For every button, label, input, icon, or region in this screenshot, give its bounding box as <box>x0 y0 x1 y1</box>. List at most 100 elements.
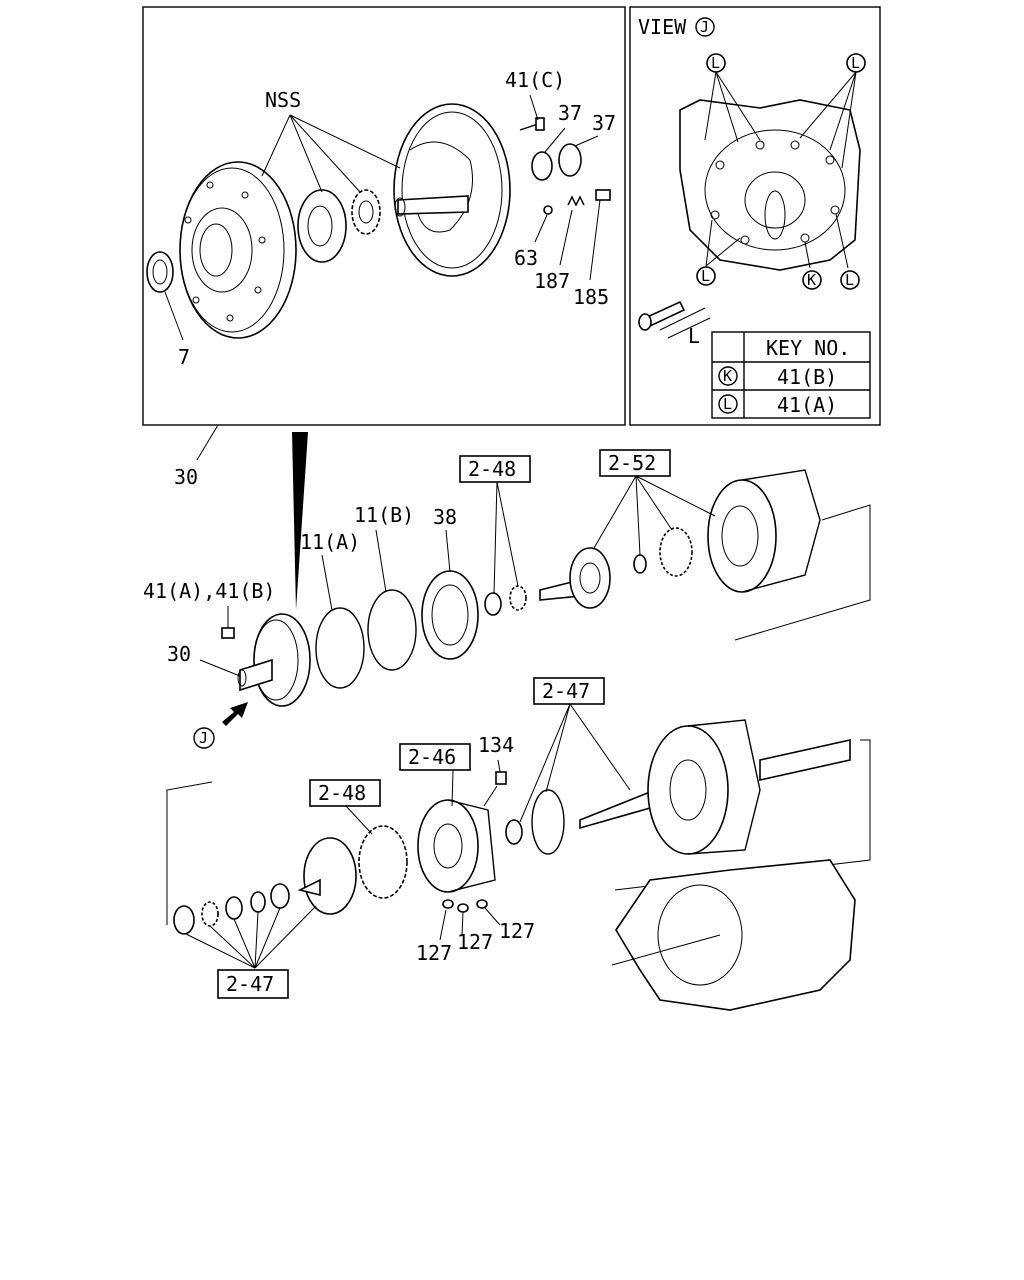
transmission-front-view <box>679 99 861 271</box>
seal-ring-127a <box>442 899 454 909</box>
view-marker-letter: J <box>700 18 709 36</box>
small-washer <box>633 554 647 574</box>
marker-k: K <box>802 270 822 290</box>
label-41a-41b: 41(A),41(B) <box>143 579 275 603</box>
lower-washer-4 <box>270 883 290 909</box>
lower-bearing <box>201 901 219 927</box>
pump-cover <box>393 103 511 277</box>
view-leaders <box>704 71 857 269</box>
inset-leaders <box>164 94 601 461</box>
oil-seal-7 <box>146 251 174 293</box>
bolt-dim-label: L <box>688 324 700 348</box>
small-thrust-washer <box>505 819 523 845</box>
bolt-41a-41b <box>221 627 235 639</box>
svg-text:K: K <box>807 271 816 289</box>
label-nss: NSS <box>265 88 301 112</box>
ref-box-2-46 <box>399 743 471 771</box>
label-11b: 11(B) <box>354 503 414 527</box>
label-30-main: 30 <box>167 642 191 666</box>
label-127c: 127 <box>499 919 535 943</box>
svg-text:L: L <box>851 54 860 72</box>
marker-l-3: L <box>696 266 716 286</box>
main-leaders <box>185 475 716 969</box>
lower-washer-2 <box>225 896 243 920</box>
ref-box-2-47-upper <box>533 677 605 705</box>
table-key-k-circle <box>718 366 738 386</box>
ref-box-2-52 <box>599 449 671 477</box>
ball-63 <box>543 205 553 215</box>
table-key-k: K <box>723 367 732 385</box>
pump-driven-gear <box>297 189 347 263</box>
fitting-134 <box>495 771 507 785</box>
label-38: 38 <box>433 505 457 529</box>
marker-l-4: L <box>840 270 860 290</box>
label-134: 134 <box>478 733 514 757</box>
label-185: 185 <box>573 285 609 309</box>
planetary-carrier <box>358 825 408 899</box>
view-arrow-icon <box>222 702 248 726</box>
transmission-case <box>611 859 856 1011</box>
pump-assembly <box>237 613 311 707</box>
input-shaft-gear <box>539 547 611 609</box>
oil-pump-detail-frame <box>142 6 626 426</box>
thrust-bearing <box>509 585 527 611</box>
label-30-inset: 30 <box>174 465 198 489</box>
label-127a: 127 <box>416 941 452 965</box>
arrow-marker-letter: J <box>199 729 208 747</box>
label-11a: 11(A) <box>300 530 360 554</box>
ref-2-46: 2-46 <box>408 745 456 769</box>
ref-2-47-lower: 2-47 <box>226 972 274 996</box>
key-table-header: KEY NO. <box>766 336 850 360</box>
label-63: 63 <box>514 246 538 270</box>
ref-2-52: 2-52 <box>608 451 656 475</box>
ring-gear <box>659 527 693 577</box>
pump-drive-gear <box>351 189 381 235</box>
clutch-assembly-2-46 <box>417 799 496 893</box>
svg-text:L: L <box>711 54 720 72</box>
label-187: 187 <box>534 269 570 293</box>
key-table <box>711 331 871 419</box>
label-127b: 127 <box>457 930 493 954</box>
ref-2-48-lower: 2-48 <box>318 781 366 805</box>
ref-2-48-upper: 2-48 <box>468 457 516 481</box>
ref-box-2-47-lower <box>217 969 289 999</box>
ref-box-2-48-upper <box>459 455 531 483</box>
seal-ring-127b <box>457 903 469 913</box>
bolt-41c <box>519 117 545 131</box>
washer <box>484 592 502 616</box>
view-title: VIEW <box>638 15 687 39</box>
marker-l-2: L <box>846 53 866 73</box>
o-ring-11a <box>315 607 365 689</box>
label-7: 7 <box>178 345 190 369</box>
gasket-38 <box>421 570 479 660</box>
label-37b: 37 <box>592 111 616 135</box>
view-j-frame <box>629 6 881 426</box>
bolt-detail <box>638 300 711 339</box>
label-41c: 41(C) <box>505 68 565 92</box>
sun-gear-hub <box>297 837 357 915</box>
drum-bracket <box>734 504 871 641</box>
clutch-drum <box>707 469 821 593</box>
svg-text:L: L <box>701 267 710 285</box>
lower-washer-3 <box>250 891 266 913</box>
svg-text:L: L <box>845 271 854 289</box>
snap-ring <box>531 789 565 855</box>
seal-ring-37a <box>531 151 553 181</box>
label-37a: 37 <box>558 101 582 125</box>
seal-ring-37b <box>558 143 582 177</box>
oil-pump-body <box>179 161 297 339</box>
arrow-marker-circle <box>193 727 215 749</box>
detail-pointer-wedge <box>292 432 308 610</box>
assembly-bracket-lower <box>166 781 213 925</box>
marker-l-1: L <box>706 53 726 73</box>
ref-box-2-48-lower <box>309 779 381 807</box>
view-marker-circle <box>695 17 715 37</box>
table-value-41b: 41(B) <box>777 365 837 389</box>
o-ring-11b <box>367 589 417 671</box>
lower-washer-1 <box>173 905 195 935</box>
spring-187 <box>567 195 585 207</box>
valve-185 <box>595 189 611 201</box>
output-shaft-clutch <box>579 719 851 855</box>
ref-2-47-upper: 2-47 <box>542 679 590 703</box>
